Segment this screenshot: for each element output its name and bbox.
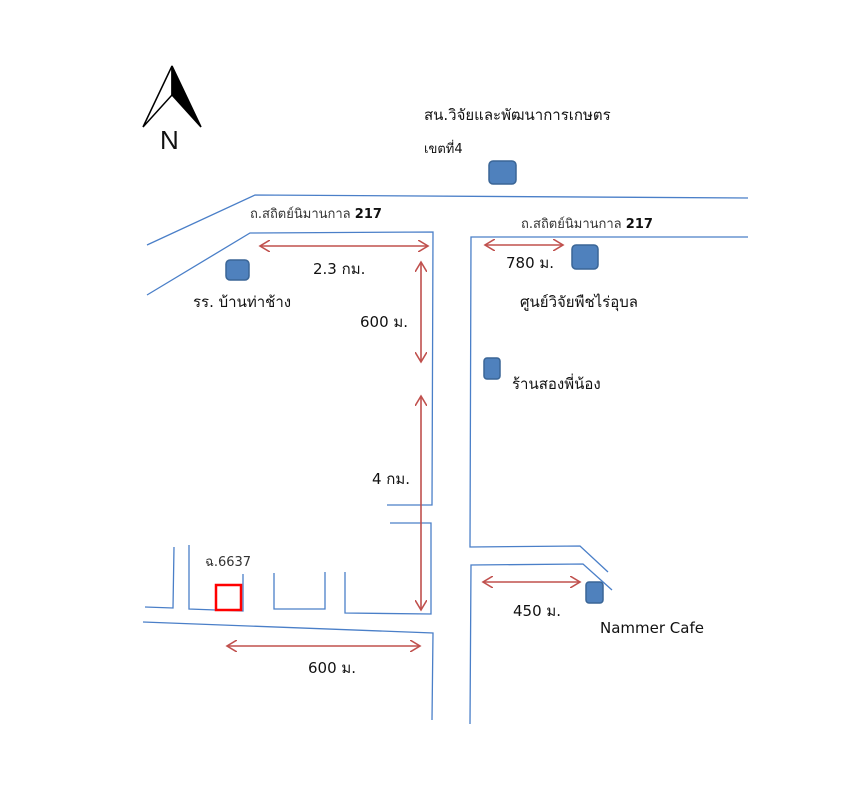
distance-label: 2.3 กม. xyxy=(313,260,366,278)
distance-label: 780 ม. xyxy=(506,254,555,272)
field-crops-center-label: ศูนย์วิจัยพืชไร่อุบล xyxy=(520,293,638,311)
distance-label: 600 ม. xyxy=(308,659,357,677)
cafe-label: Nammer Cafe xyxy=(600,619,704,637)
roads xyxy=(142,194,749,725)
cafe-marker xyxy=(585,581,604,604)
road-west-inner-edge xyxy=(146,231,434,506)
school-marker xyxy=(225,259,250,281)
road-east-edge xyxy=(469,236,748,573)
field-crops-center-marker xyxy=(571,244,599,270)
side-street xyxy=(273,572,326,610)
shop-marker xyxy=(483,357,501,380)
distance-label: 600 ม. xyxy=(360,313,409,331)
road-217-north-edge xyxy=(146,194,749,246)
research-center-label: สน.วิจัยและพัฒนาการเกษตร xyxy=(424,106,611,124)
distance-label: 450 ม. xyxy=(513,602,562,620)
place-markers xyxy=(225,160,604,604)
research-center-marker xyxy=(488,160,517,185)
distance-label: 4 กม. xyxy=(372,470,411,488)
shop-label: ร้านสองพี่น้อง xyxy=(512,375,601,393)
road-label-east: ถ.สถิตย์นิมานกาล 217 xyxy=(521,217,653,232)
distance-arrows xyxy=(227,245,580,646)
plot-label: ฉ.6637 xyxy=(205,555,252,570)
plot-marker xyxy=(214,583,243,612)
north-label: N xyxy=(160,125,179,155)
north-arrow-icon xyxy=(142,65,202,128)
road-label-west: ถ.สถิตย์นิมานกาล 217 xyxy=(250,207,382,222)
school-label: รร. บ้านท่าช้าง xyxy=(193,293,292,311)
research-center-zone-label: เขตที่4 xyxy=(424,142,463,157)
side-street xyxy=(144,546,175,609)
road-west-lower-edge xyxy=(344,522,432,615)
road-east-lower-edge xyxy=(469,563,613,725)
road-south-edge xyxy=(142,621,434,721)
